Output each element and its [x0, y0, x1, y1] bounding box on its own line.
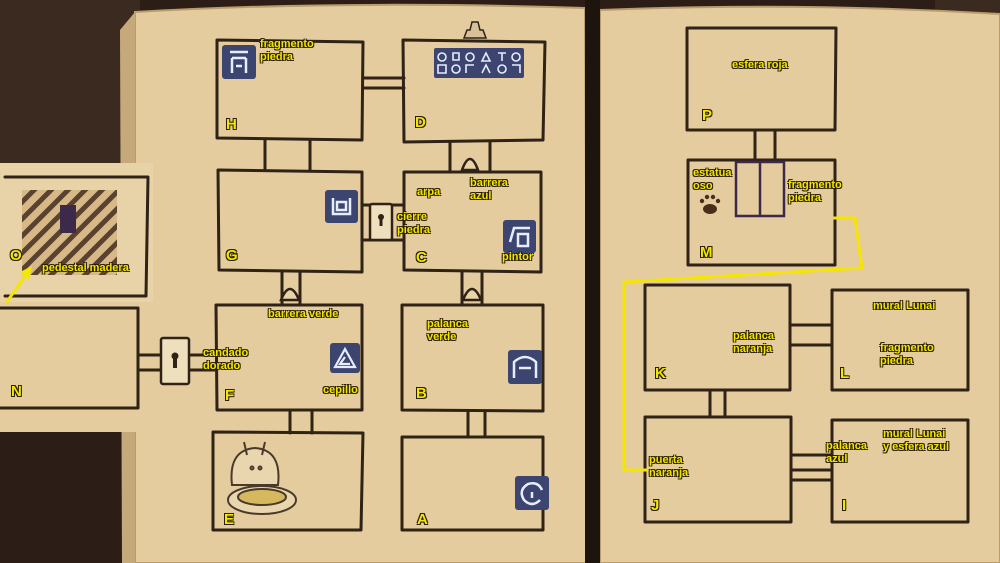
room-letter-j: J: [651, 497, 660, 514]
room-letter-l: L: [840, 365, 850, 382]
stone-glyph-icon[interactable]: [503, 220, 536, 253]
label-cierre-piedra: cierre piedra: [397, 211, 431, 236]
room-letter-f: F: [225, 387, 235, 404]
pedestal-block: [60, 205, 76, 233]
label-fragmento-piedra-m: fragmento piedra: [788, 179, 842, 204]
label-fragmento-piedra-l: fragmento piedra: [880, 342, 934, 367]
rabbit-statue-icon[interactable]: [227, 441, 297, 515]
shelf-left: [0, 0, 140, 170]
label-palanca-verde: palanca verde: [427, 318, 468, 343]
room-outlines: [0, 26, 970, 532]
lever-barrier-arch: [461, 287, 483, 302]
green-barrier-arch: [279, 287, 301, 302]
label-candado-dorado: candado dorado: [203, 347, 249, 372]
yellow-arrow-icon: [4, 266, 32, 304]
stone-glyph-icon[interactable]: [330, 343, 360, 373]
route-path: [622, 216, 864, 472]
room-letter-d: D: [415, 114, 426, 131]
label-fragmento-piedra-h: fragmento piedra: [260, 38, 314, 63]
room-letter-a: A: [417, 511, 428, 528]
inset-n-paper: [0, 302, 140, 432]
stone-glyph-icon[interactable]: [515, 476, 549, 510]
label-pedestal-madera: pedestal madera: [42, 262, 129, 274]
stairs-icon: [462, 21, 488, 39]
room-letter-o: O: [10, 247, 22, 264]
room-letter-p: P: [702, 107, 713, 124]
room-letter-m: M: [700, 244, 713, 261]
room-letter-g: G: [226, 247, 238, 264]
room-letter-e: E: [224, 511, 235, 528]
blue-barrier-arch: [460, 157, 480, 172]
stone-glyph-icon[interactable]: [508, 350, 542, 384]
label-pintor: pintor: [502, 251, 534, 263]
label-cepillo: cepillo: [323, 384, 358, 396]
room-letter-n: N: [11, 383, 22, 400]
stone-glyph-icon[interactable]: [325, 190, 358, 223]
label-palanca-azul: palanca azul: [826, 440, 867, 465]
label-mural-lunai: mural Lunai: [873, 300, 936, 312]
room-letter-c: C: [416, 249, 427, 266]
label-barrera-verde: barrera verde: [268, 308, 339, 320]
stone-glyph-icon[interactable]: [222, 45, 256, 79]
keyhole-icon[interactable]: [368, 202, 394, 242]
label-estatua-oso: estatua oso: [693, 167, 732, 192]
keyhole-icon[interactable]: [159, 336, 191, 386]
right-page: [599, 5, 1000, 563]
room-letter-h: H: [226, 116, 237, 133]
label-esfera-roja: esfera roja: [732, 59, 788, 71]
label-barrera-azul: barrera azul: [470, 177, 508, 202]
left-page: [134, 3, 590, 563]
symbol-sequence-icon[interactable]: [434, 48, 524, 78]
bear-paw-icon[interactable]: [699, 194, 721, 214]
label-palanca-naranja: palanca naranja: [733, 330, 774, 355]
room-letter-i: I: [842, 497, 847, 514]
label-mural-esfera-azul: mural Lunai y esfera azul: [883, 428, 950, 453]
book-spine: [585, 0, 600, 563]
label-arpa: arpa: [417, 186, 441, 198]
label-puerta-naranja: puerta naranja: [649, 454, 689, 479]
room-letter-k: K: [655, 365, 666, 382]
room-letter-b: B: [416, 385, 427, 402]
